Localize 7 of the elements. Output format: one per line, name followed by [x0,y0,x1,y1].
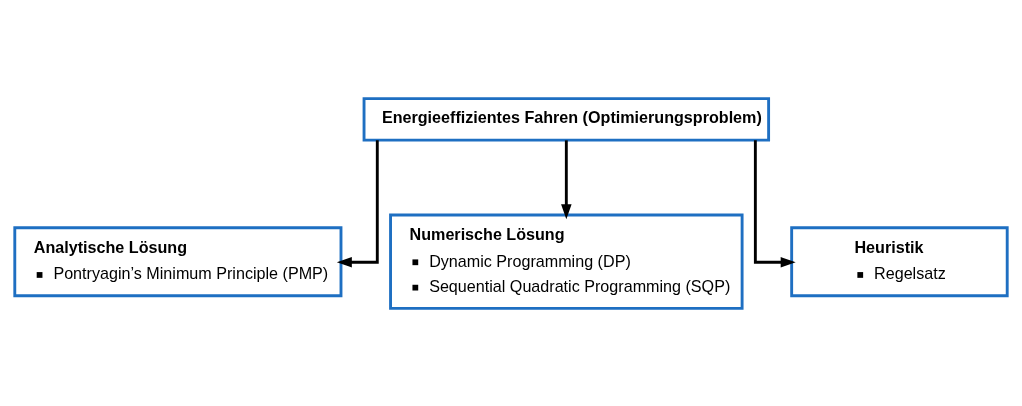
arrow [561,139,572,219]
arrow [336,139,379,268]
node-box: Heuristik Regelsatz [790,225,1009,297]
arrow [753,139,796,268]
node-box: Analytische Lösung Pontryagin’s Minimum Principle (PMP) [13,225,343,297]
node-box: Numerische Lösung Dynamic Programming (DP) Sequential Quadratic Programming (SQP) [389,213,744,310]
node-box: Energieeffizientes Fahren (Optimierungsproblem) [362,96,771,142]
